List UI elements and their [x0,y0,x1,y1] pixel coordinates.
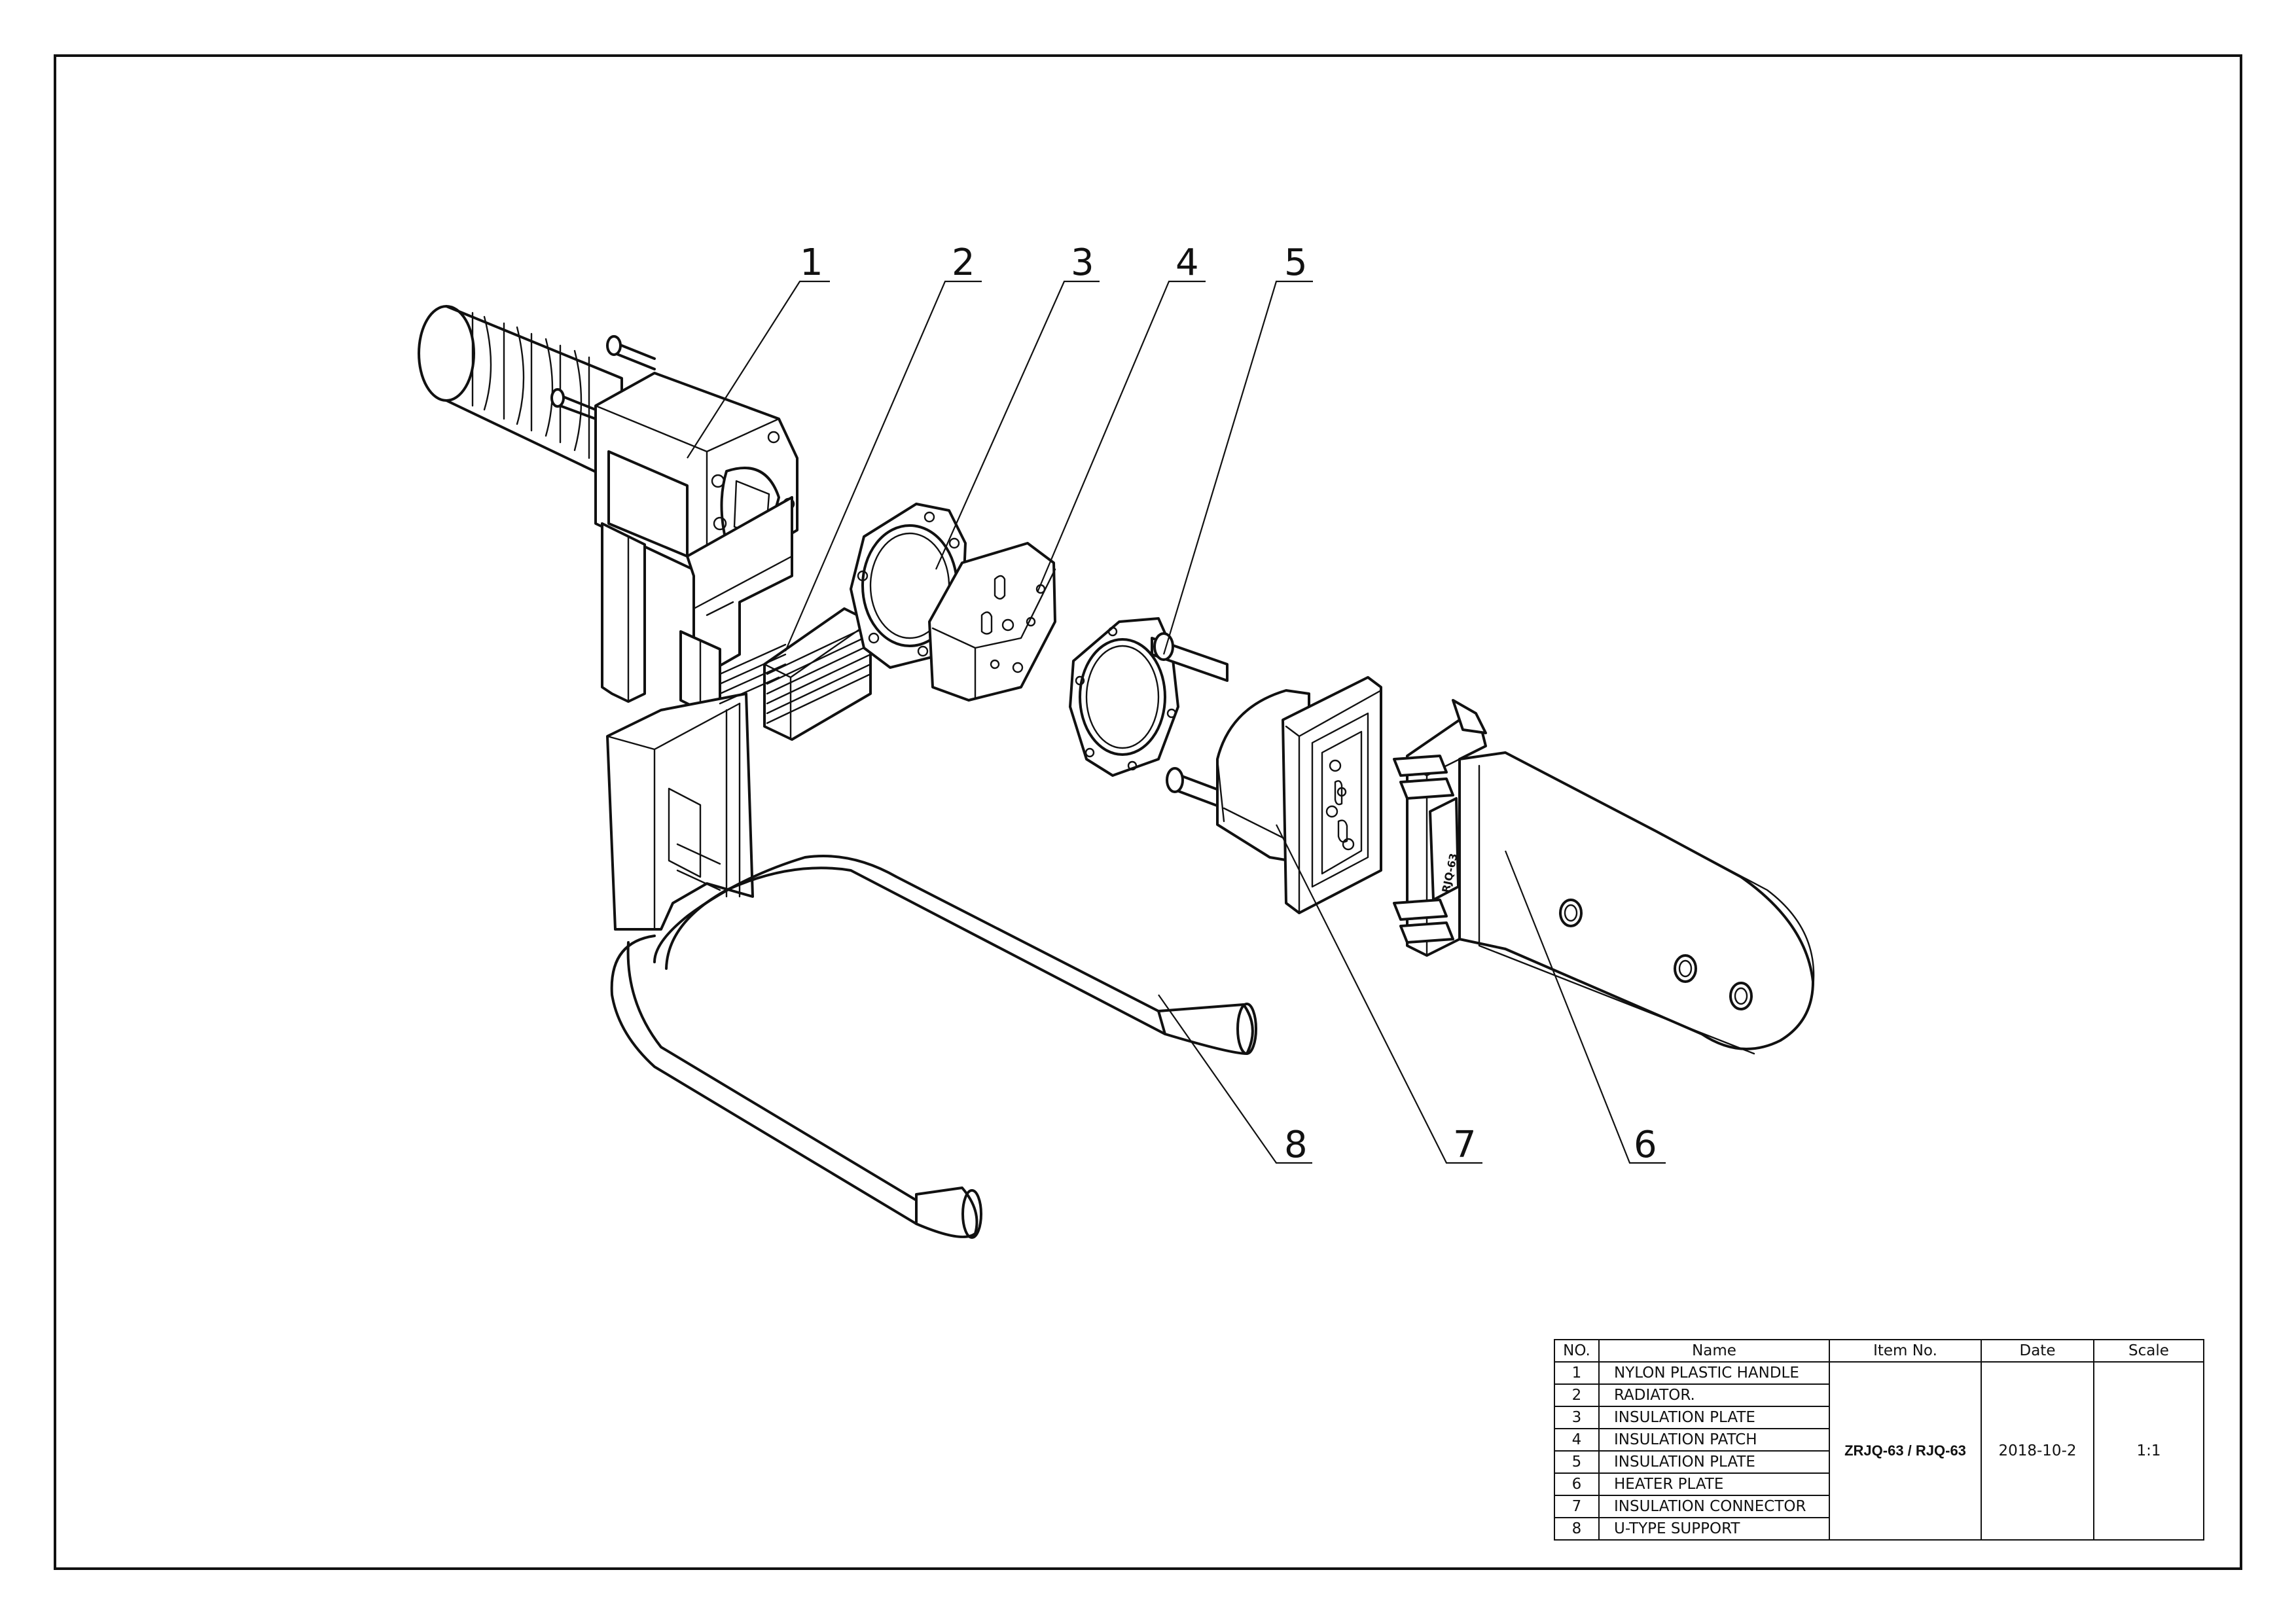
part-7-insulation-connector [1166,676,1382,914]
callout-7-number: 7 [1453,1124,1477,1166]
bom-row-name: INSULATION CONNECTOR [1598,1495,1830,1518]
callout-3: 3 [935,241,1100,570]
callout-6-number: 6 [1634,1124,1657,1166]
callout-4: 4 [1036,241,1206,593]
bom-header-scale: Scale [2093,1339,2204,1363]
bom-row: 8 U-TYPE SUPPORT [1554,1517,2204,1541]
callout-3-number: 3 [1071,241,1094,284]
bom-row-name: U-TYPE SUPPORT [1598,1517,1830,1541]
bom-header-no: NO. [1554,1339,1600,1363]
callout-4-number: 4 [1175,241,1199,284]
bom-row-no: 5 [1554,1450,1600,1474]
bom-row-name: INSULATION PATCH [1598,1428,1830,1452]
bom-row: 4 INSULATION PATCH [1554,1428,2204,1452]
part-5-insulation-plate [1069,617,1229,777]
part-8-u-type-support [606,692,1257,1239]
bom-row: 5 INSULATION PLATE [1554,1450,2204,1474]
bom-header-row: NO. Name Item No. Date Scale [1554,1339,2204,1363]
part-6-heater-plate: RJQ-63 [1393,699,1815,1055]
callout-2: 2 [784,241,982,652]
bom-item-no: ZRJQ-63 / RJQ-63 [1829,1361,1982,1541]
callout-8: 8 [1158,994,1312,1166]
bom-date: 2018-10-2 [1981,1361,2094,1541]
bom-row-name: HEATER PLATE [1598,1472,1830,1496]
bom-header-name: Name [1598,1339,1830,1363]
callout-8-number: 8 [1284,1124,1308,1166]
bom-row: 3 INSULATION PLATE [1554,1406,2204,1429]
callout-6: 6 [1504,850,1666,1166]
bom-row-no: 6 [1554,1472,1600,1496]
bom-row: 1 NYLON PLASTIC HANDLE ZRJQ-63 / RJQ-63 … [1554,1361,2204,1541]
bom-row-no: 3 [1554,1406,1600,1429]
bom-row-no: 8 [1554,1517,1600,1541]
callout-7: 7 [1276,824,1482,1166]
bom-row-name: RADIATOR. [1598,1383,1830,1407]
part-2-radiator [719,607,872,741]
bom-scale: 1:1 [2093,1361,2204,1541]
bom-header-item-no: Item No. [1829,1339,1982,1363]
part-1-nylon-plastic-handle [418,305,798,721]
callout-2-number: 2 [952,241,975,284]
bom-row-no: 2 [1554,1383,1600,1407]
bom-row-no: 7 [1554,1495,1600,1518]
bill-of-materials-table: NO. Name Item No. Date Scale 1 NYLON PLA… [1554,1339,2204,1541]
bom-header-date: Date [1981,1339,2094,1363]
callout-1-number: 1 [800,241,823,284]
drawing-frame [54,54,2242,1570]
bom-row: 6 HEATER PLATE [1554,1472,2204,1496]
bom-row: 2 RADIATOR. [1554,1383,2204,1407]
part-4-insulation-patch [928,542,1056,702]
bom-row-no: 1 [1554,1361,1600,1385]
callout-5-number: 5 [1284,241,1308,284]
callout-5: 5 [1162,241,1313,655]
bom-row-name: NYLON PLASTIC HANDLE [1598,1361,1830,1385]
bom-row-name: INSULATION PLATE [1598,1450,1830,1474]
bom-row-no: 4 [1554,1428,1600,1452]
callout-1: 1 [687,241,830,459]
bom-row: 7 INSULATION CONNECTOR [1554,1495,2204,1518]
bom-row-name: INSULATION PLATE [1598,1406,1830,1429]
